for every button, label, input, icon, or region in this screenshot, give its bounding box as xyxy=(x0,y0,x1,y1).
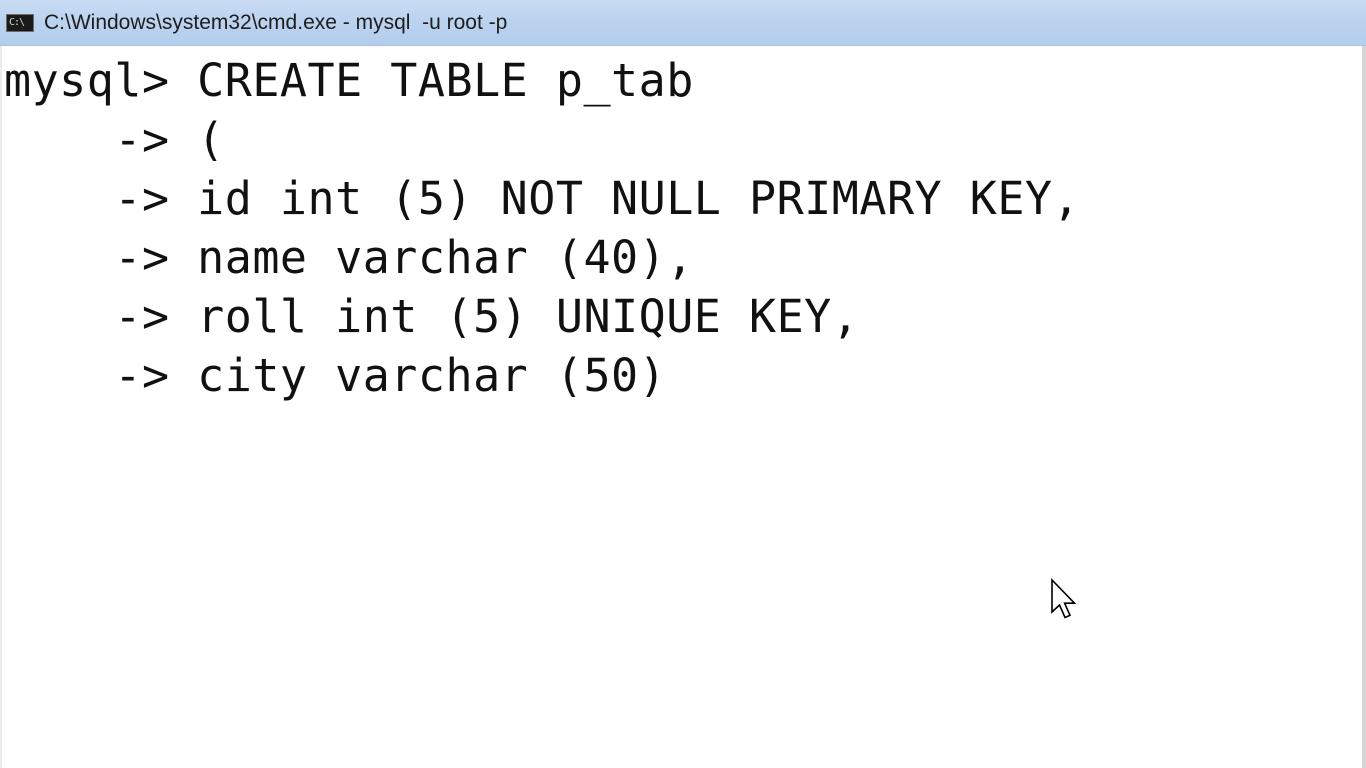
console-icon-label: C:\ xyxy=(9,17,25,28)
console-line-roll: -> roll int (5) UNIQUE KEY, xyxy=(4,290,860,343)
console-line-prompt: mysql> CREATE TABLE p_tab xyxy=(4,54,694,107)
window-left-border xyxy=(0,46,2,768)
title-bar[interactable]: C:\ C:\Windows\system32\cmd.exe - mysql … xyxy=(0,0,1366,46)
console-line-id: -> id int (5) NOT NULL PRIMARY KEY, xyxy=(4,172,1081,225)
console-line-city: -> city varchar (50) xyxy=(4,349,667,402)
console-line-open-paren: -> ( xyxy=(4,113,225,166)
console-icon[interactable]: C:\ xyxy=(6,14,34,32)
window-right-border xyxy=(1362,46,1366,768)
window-title: C:\Windows\system32\cmd.exe - mysql -u r… xyxy=(44,11,508,34)
mouse-pointer-icon xyxy=(1051,578,1076,619)
console-line-name: -> name varchar (40), xyxy=(4,231,694,284)
console-output[interactable]: mysql> CREATE TABLE p_tab -> ( -> id int… xyxy=(4,51,1344,751)
